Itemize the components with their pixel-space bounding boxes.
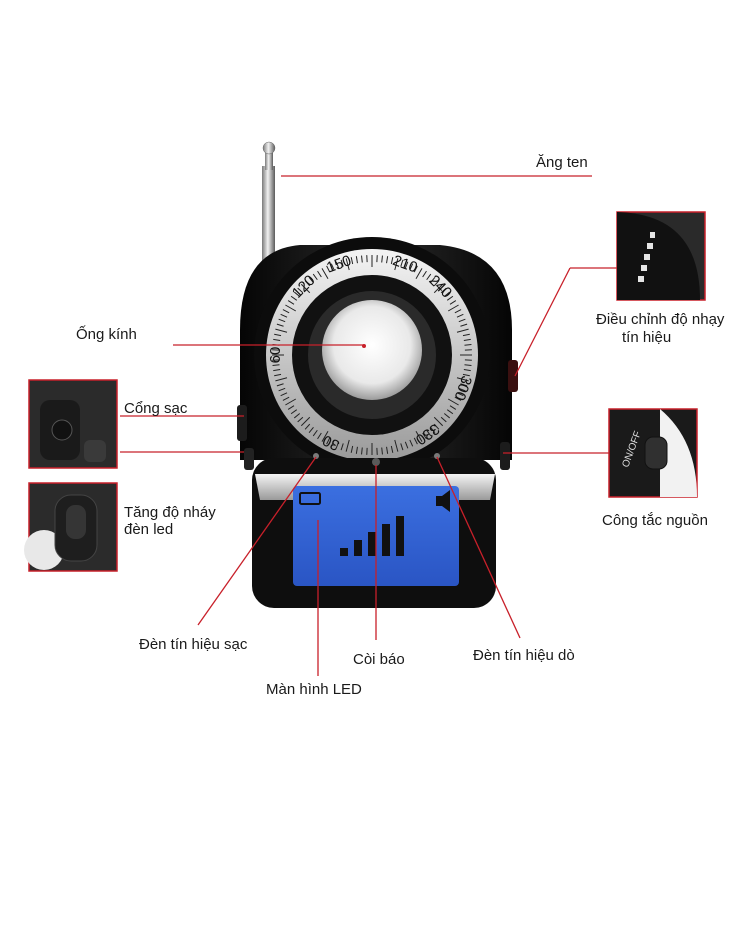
signal-bar — [368, 532, 376, 556]
signal-bar — [396, 516, 404, 556]
lens — [322, 300, 422, 400]
signal-bar — [382, 524, 390, 556]
signal-bar — [354, 540, 362, 556]
inset-sensitivity — [616, 211, 706, 301]
label-power-switch: Công tắc nguồn — [602, 512, 708, 529]
detect-led — [434, 453, 440, 459]
inset-led-blink — [24, 482, 118, 572]
inset-charge-port — [28, 379, 118, 469]
buzzer — [372, 458, 380, 466]
inset-power: ON/OFF — [608, 408, 698, 498]
charge-led — [313, 453, 319, 459]
label-led-blink-line1: Tăng độ nháy — [124, 504, 216, 521]
label-led-blink-line2: đèn led — [124, 521, 174, 538]
charge-port — [237, 405, 247, 441]
battery-icon — [299, 492, 321, 505]
label-charge-led: Đèn tín hiệu sạc — [139, 636, 248, 653]
power-switch — [500, 442, 510, 470]
led-blink-button — [244, 448, 254, 470]
dial-ticks — [272, 255, 472, 455]
label-charge-port: Cổng sạc — [124, 400, 188, 417]
leader-lines — [120, 175, 617, 676]
dial-number: 30 — [320, 431, 342, 453]
label-buzzer: Còi báo — [353, 651, 405, 668]
label-lens: Ống kính — [76, 326, 137, 343]
label-antenna: Ăng ten — [536, 154, 588, 171]
label-sensitivity-line2: tín hiệu — [622, 329, 672, 346]
label-detect-led: Đèn tín hiệu dò — [473, 647, 575, 664]
dial-number: 60 — [267, 347, 284, 364]
device-lower — [252, 453, 496, 608]
sensitivity-wheel — [508, 360, 518, 392]
speaker-icon — [436, 490, 450, 512]
label-sensitivity-line1: Điều chỉnh độ nhạy — [596, 311, 725, 328]
signal-bar — [340, 548, 348, 556]
signal-bars — [340, 516, 404, 556]
label-led-screen: Màn hình LED — [266, 681, 362, 698]
